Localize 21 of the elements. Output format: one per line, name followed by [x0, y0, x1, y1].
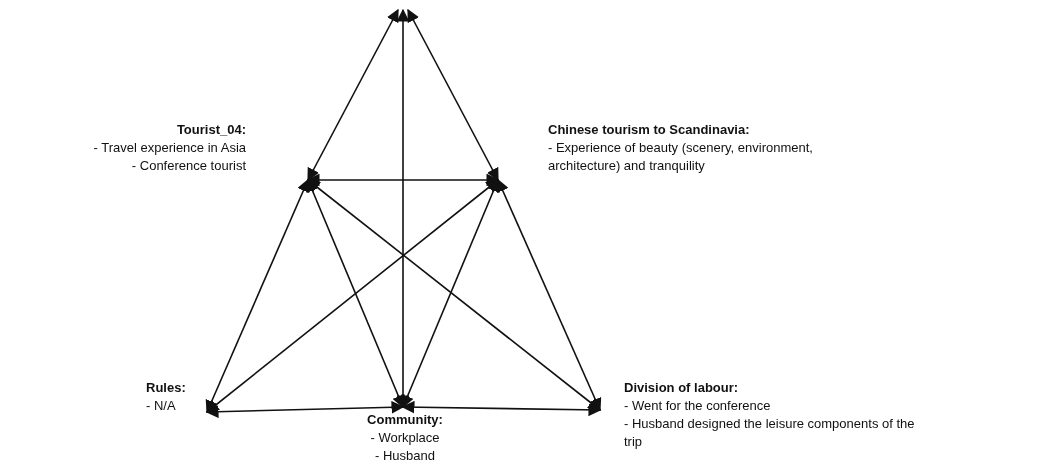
node-heading: Rules: [146, 379, 186, 397]
bullet-text: - Experience of beauty (scenery, environment, architecture) and tranquility [548, 139, 814, 175]
bullet-text: - N/A [146, 397, 176, 415]
node-heading: Community: [367, 411, 443, 429]
arrow [206, 179, 499, 413]
bullet-text: - Husband designed the leisure components of the trip [624, 415, 916, 451]
bullet-text: - Workplace [370, 429, 440, 447]
arrow [496, 178, 602, 412]
arrow [205, 178, 310, 414]
bullet-text: - Went for the conference [624, 397, 771, 415]
arrow [407, 8, 499, 182]
arrow [307, 8, 399, 182]
node-heading: Tourist_04: [176, 121, 246, 139]
bullet-text: - Travel experience in Asia [93, 139, 246, 157]
arrow [306, 173, 500, 187]
arrow [401, 400, 602, 417]
node-heading: Chinese tourism to Scandinavia: [548, 121, 750, 139]
node-heading: Division of labour: [624, 379, 739, 397]
bullet-text: - Husband [375, 447, 435, 465]
arrow [205, 400, 405, 419]
bullet-text: - Conference tourist [131, 157, 246, 175]
